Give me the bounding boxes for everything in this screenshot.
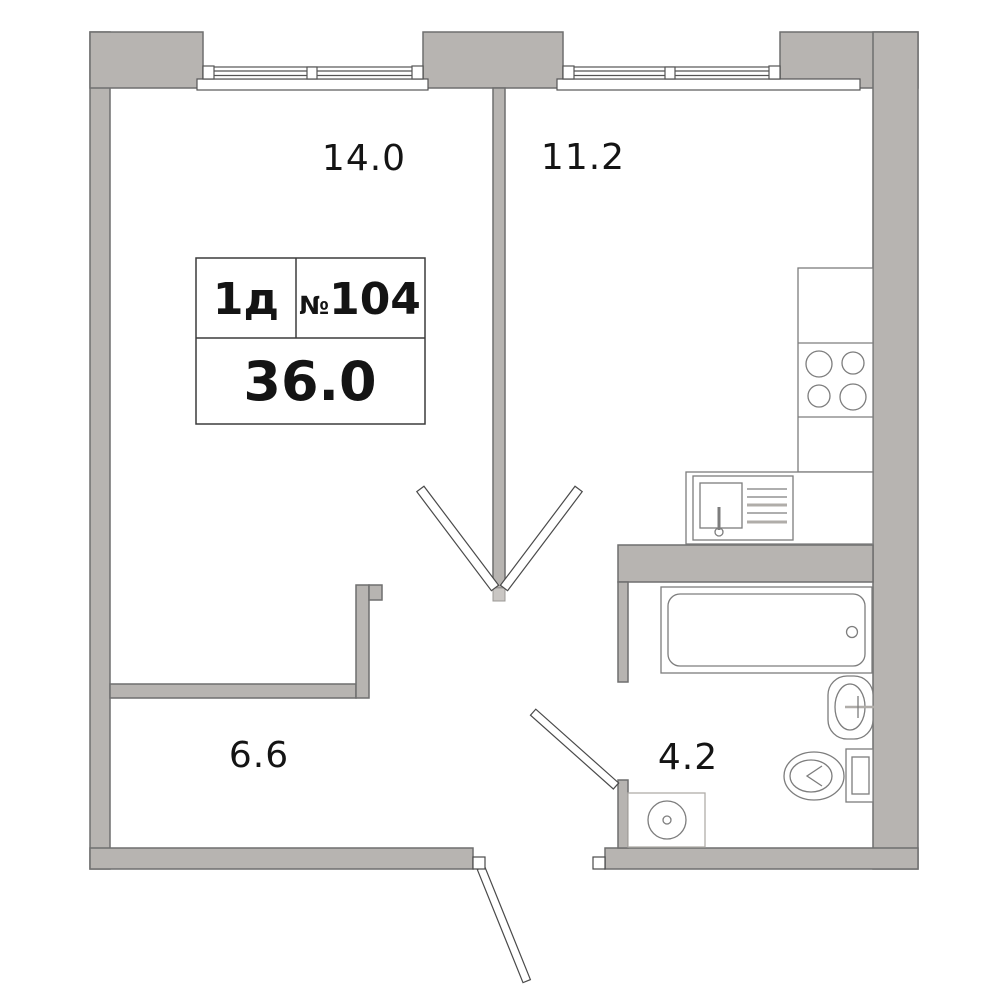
living-room-area-label: 14.0 bbox=[322, 138, 406, 179]
sink-drain bbox=[714, 527, 724, 537]
sink-counter bbox=[685, 471, 874, 545]
stove-burner bbox=[805, 350, 833, 378]
toilet-bowl-inner bbox=[789, 759, 833, 793]
wall-bottom-left bbox=[89, 847, 474, 870]
wall-top-left-block bbox=[89, 31, 204, 89]
bathtub-outer bbox=[660, 586, 873, 674]
wall-bathroom-left-upper bbox=[617, 581, 629, 683]
plan-labels: 14.0 11.2 6.6 4.2 1д №104 36.0 bbox=[213, 137, 718, 778]
unit-total-area-label: 36.0 bbox=[243, 350, 376, 413]
entry-door-jamb bbox=[592, 856, 606, 870]
walls bbox=[89, 31, 919, 870]
bathtub-inner bbox=[667, 593, 866, 667]
double-door-leaf-right bbox=[499, 485, 584, 592]
wall-top-middle-pillar bbox=[422, 31, 564, 89]
washing-machine-door-center bbox=[662, 815, 672, 825]
unit-number-label: №104 bbox=[299, 274, 421, 325]
window-jamb bbox=[768, 65, 781, 80]
stove-burner bbox=[839, 383, 867, 411]
entry-door-jamb bbox=[472, 856, 486, 870]
stove-burner bbox=[841, 351, 865, 375]
wall-hallway-horizontal bbox=[109, 683, 357, 699]
windows bbox=[196, 65, 861, 91]
entry-door-leaf bbox=[476, 865, 532, 984]
window-jamb bbox=[202, 65, 215, 80]
window-mullion bbox=[664, 66, 676, 80]
toilet-tank-inner bbox=[851, 756, 870, 795]
toilet-flush-mark bbox=[805, 765, 823, 787]
kitchen-counter bbox=[797, 267, 874, 473]
kitchen-area-label: 11.2 bbox=[541, 137, 625, 178]
wall-bathroom-left-lower bbox=[617, 779, 629, 849]
bathroom-fixtures bbox=[627, 586, 874, 848]
bathroom-door-leaf bbox=[529, 708, 620, 790]
wall-bottom-right bbox=[604, 847, 919, 870]
bathtub-drain bbox=[845, 625, 859, 639]
wall-partition-living-kitchen bbox=[492, 87, 506, 589]
unit-label-box bbox=[195, 257, 426, 425]
unit-number-prefix: № bbox=[299, 291, 329, 320]
window-jamb bbox=[562, 65, 575, 80]
wall-right bbox=[872, 31, 919, 870]
bathroom-area-label: 4.2 bbox=[658, 737, 718, 778]
hallway-area-label: 6.6 bbox=[229, 735, 289, 776]
kitchen-fixtures bbox=[685, 267, 874, 545]
unit-label-box-border bbox=[195, 257, 426, 425]
sink-unit bbox=[692, 475, 794, 541]
window-kitchen bbox=[556, 65, 861, 91]
toilet-bowl-outer bbox=[783, 751, 845, 801]
washing-machine-door bbox=[647, 800, 687, 840]
wall-partition-tip bbox=[492, 587, 506, 602]
wall-hallway-notch bbox=[368, 584, 383, 601]
doors bbox=[415, 485, 620, 984]
wall-bathroom-top bbox=[617, 544, 874, 583]
wall-left bbox=[89, 31, 111, 870]
unit-type-label: 1д bbox=[213, 274, 279, 325]
window-jamb bbox=[411, 65, 424, 80]
wall-hallway-vertical bbox=[355, 584, 370, 699]
window-living-room bbox=[196, 65, 429, 91]
unit-number: 104 bbox=[329, 274, 421, 325]
double-door-leaf-left bbox=[415, 485, 500, 592]
window-sill bbox=[556, 78, 861, 91]
window-sill bbox=[196, 78, 429, 91]
washing-machine bbox=[627, 792, 706, 848]
stove-burner bbox=[807, 384, 831, 408]
window-mullion bbox=[306, 66, 318, 80]
